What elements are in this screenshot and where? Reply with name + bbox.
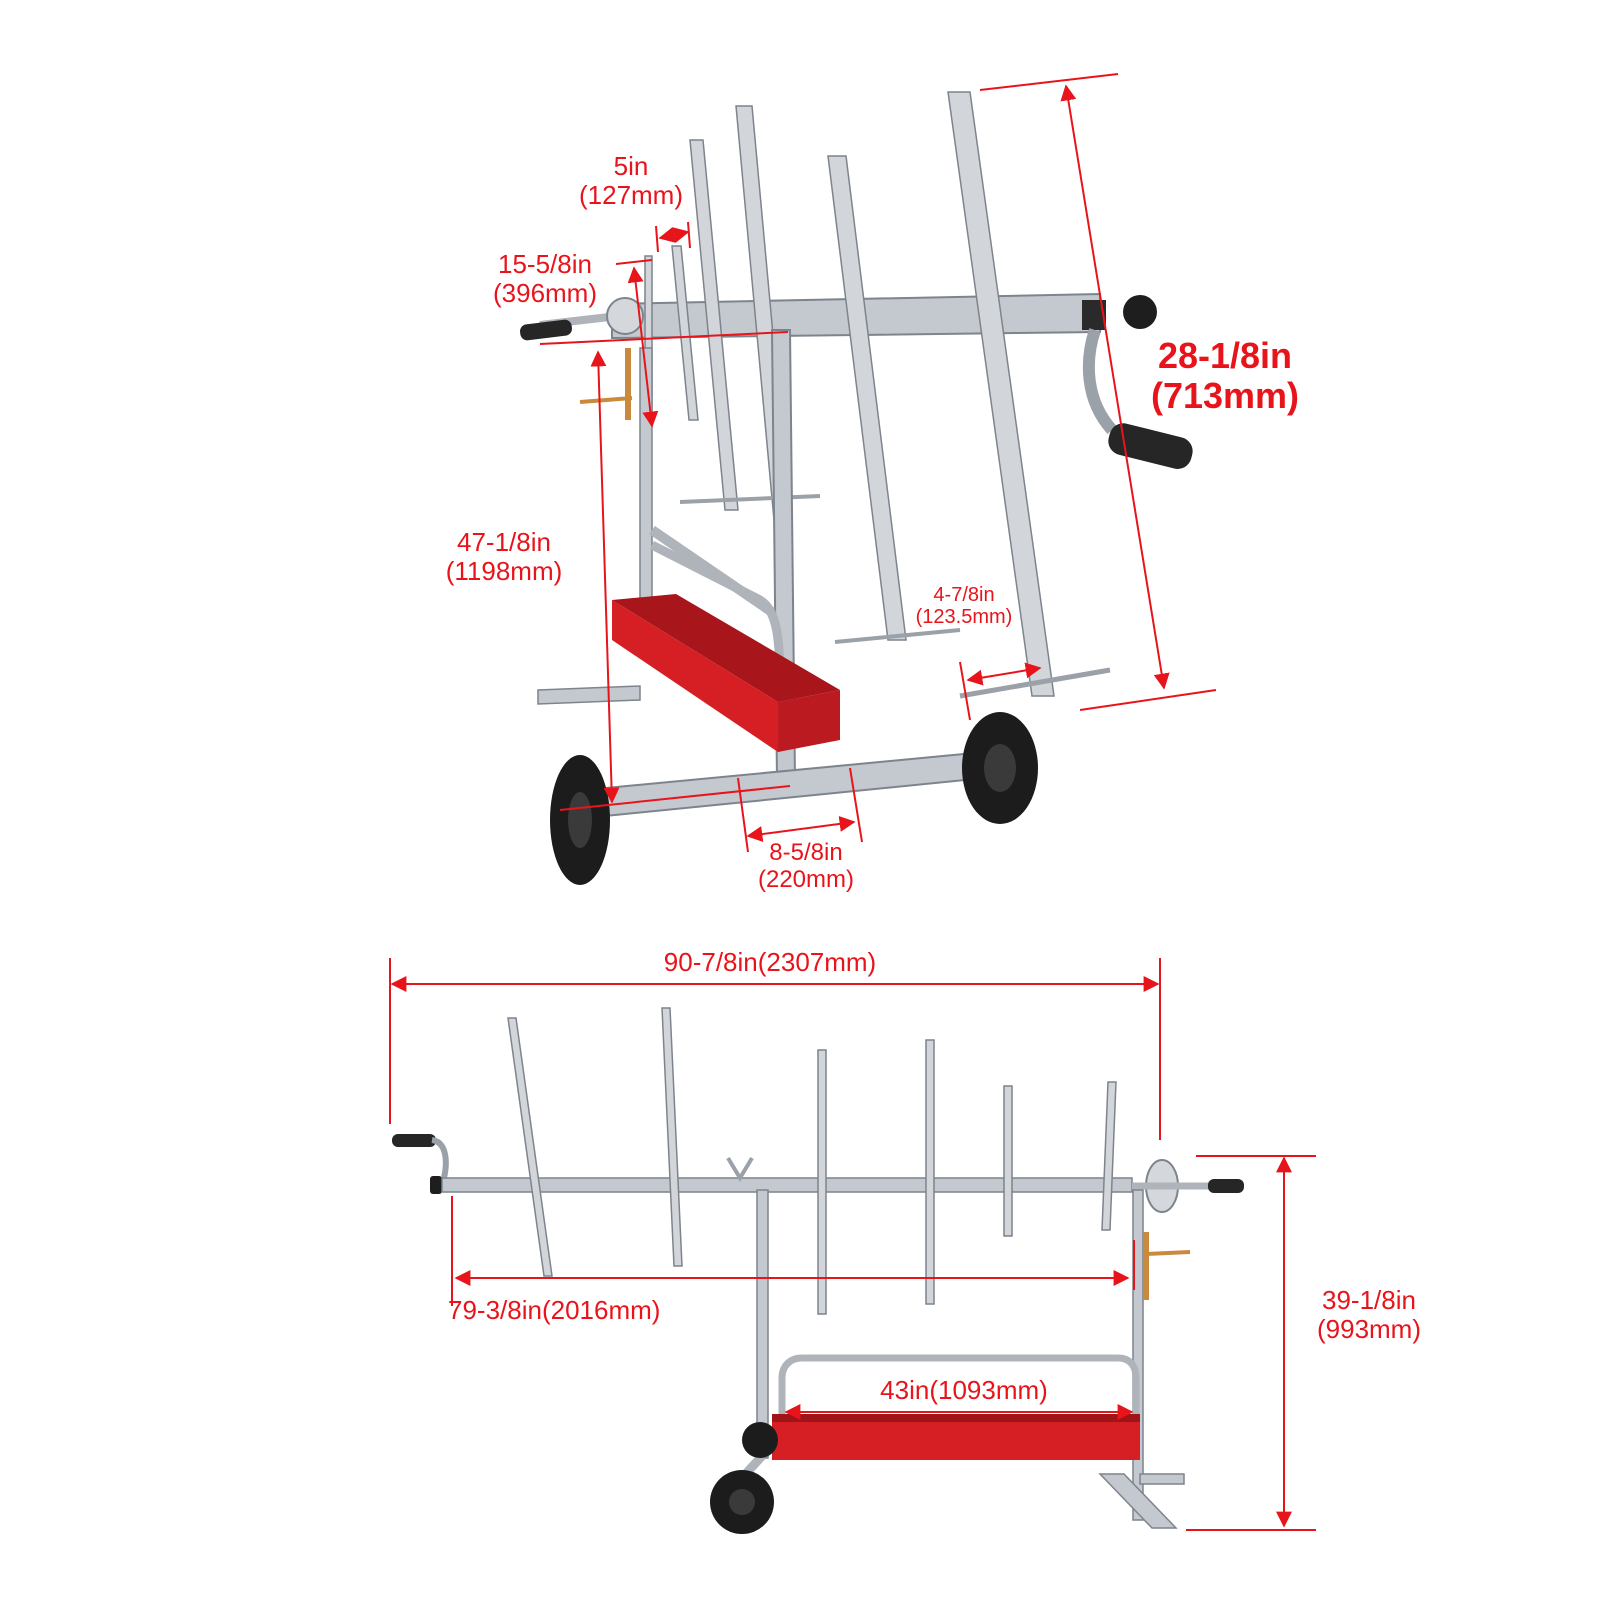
label-tray-length-text: 43in(1093mm) [880, 1375, 1048, 1405]
label-extension-length: 28-1/8in (713mm) [1130, 335, 1320, 417]
bottom-arm-4 [925, 1039, 935, 1305]
top-crank-handle [1108, 423, 1193, 469]
label-overall-height-in: 39-1/8in [1322, 1285, 1416, 1315]
dim-tick-arm-length-top [615, 259, 653, 265]
bottom-arm-2 [661, 1007, 683, 1267]
label-bar-length-text: 79-3/8in(2016mm) [448, 1295, 661, 1325]
dim-tick-arm-spacing-right [687, 221, 691, 249]
top-wheel-right-hub [984, 744, 1016, 792]
label-base-width-mm: (220mm) [757, 865, 854, 893]
top-base-back-bar [537, 685, 641, 705]
dim-tick-base-right [849, 767, 863, 843]
bottom-right-grip [1208, 1179, 1244, 1193]
top-arm-2 [671, 245, 699, 421]
top-peg-2 [834, 628, 961, 644]
label-extension-length-in: 28-1/8in [1157, 335, 1293, 376]
label-overall-height: 39-1/8in (993mm) [1294, 1285, 1444, 1345]
top-tray-side [778, 690, 840, 752]
bottom-spring-latch [1145, 1250, 1191, 1256]
label-tray-length: 43in(1093mm) [844, 1375, 1084, 1405]
bottom-frame-upright-left [756, 1189, 769, 1459]
bottom-wheel-back [742, 1422, 778, 1458]
label-peg-length-mm: (123.5mm) [915, 606, 1013, 629]
dim-line-peg [966, 662, 1042, 686]
bottom-base-foot-right [1139, 1473, 1185, 1485]
bottom-left-knob [430, 1176, 442, 1194]
top-arm-5 [827, 155, 907, 641]
top-tray-front [612, 600, 778, 752]
bottom-arm-3 [817, 1049, 827, 1315]
label-arm-length-in: 15-5/8in [498, 249, 592, 279]
bottom-view-dimension-lines [389, 958, 1316, 1531]
label-peg-length: 4-7/8in (123.5mm) [894, 584, 1034, 629]
top-knob [1123, 295, 1157, 329]
dim-line-arm-length [627, 266, 659, 428]
label-stand-height-mm: (1198mm) [445, 556, 563, 587]
label-stand-height: 47-1/8in (1198mm) [424, 527, 584, 587]
bottom-arm-1 [507, 1017, 553, 1277]
label-arm-spacing-mm: (127mm) [578, 180, 683, 211]
dim-line-stand-height [590, 350, 620, 804]
top-wheel-left-hub [568, 792, 592, 848]
dim-line-base-width [746, 815, 856, 843]
label-stand-height-in: 47-1/8in [457, 527, 551, 557]
dim-line-extension [1060, 84, 1170, 690]
label-overall-length: 90-7/8in(2307mm) [600, 947, 940, 977]
label-extension-length-mm: (713mm) [1150, 375, 1300, 417]
dim-tick-peg-left [959, 661, 971, 721]
top-arm-6 [947, 91, 1055, 697]
bottom-frame-hoop [778, 1354, 1140, 1418]
dim-tick-extension-top [979, 73, 1119, 91]
top-view-dimension-lines [539, 73, 1217, 853]
label-arm-spacing: 5in (127mm) [566, 151, 696, 211]
top-frame-upright-left [639, 347, 653, 601]
label-overall-length-text: 90-7/8in(2307mm) [663, 947, 877, 977]
top-spring-latch [579, 396, 633, 404]
bottom-arm-6 [1101, 1081, 1117, 1231]
bottom-tray-rim [772, 1414, 1140, 1422]
bottom-main-bar [441, 1177, 1133, 1193]
bottom-wheel-front-hub [729, 1489, 755, 1515]
bottom-left-crank-arm [431, 1137, 449, 1179]
dim-tick-stand-height-top [539, 331, 789, 345]
label-bar-length: 79-3/8in(2016mm) [448, 1295, 758, 1325]
bottom-base-foot [1098, 1473, 1178, 1529]
bottom-view-stand-illustration [392, 1007, 1244, 1534]
top-tray-top [612, 594, 840, 702]
label-base-width: 8-5/8in (220mm) [736, 839, 876, 894]
dim-line-arm-spacing [658, 227, 690, 243]
label-arm-spacing-in: 5in [613, 151, 649, 181]
dim-tick-stand-height-bottom [559, 785, 791, 811]
label-arm-length: 15-5/8in (396mm) [470, 249, 620, 309]
bottom-frame-upright-right [1132, 1189, 1144, 1521]
dim-tick-extension-bottom [1079, 689, 1217, 711]
top-left-grip [520, 319, 572, 341]
dim-tick-base-left [737, 777, 749, 853]
top-arm-3 [689, 139, 739, 511]
bottom-y-clamp [726, 1156, 754, 1182]
bottom-arm-5 [1003, 1085, 1013, 1237]
label-arm-length-mm: (396mm) [492, 278, 597, 309]
bottom-left-grip [392, 1134, 436, 1147]
dim-tick-arm-spacing-left [655, 225, 659, 253]
top-view-stand-illustration [520, 91, 1193, 885]
top-peg-1 [679, 494, 821, 504]
label-base-width-in: 8-5/8in [769, 839, 843, 866]
label-peg-length-in: 4-7/8in [933, 584, 995, 606]
label-overall-height-mm: (993mm) [1316, 1314, 1421, 1345]
